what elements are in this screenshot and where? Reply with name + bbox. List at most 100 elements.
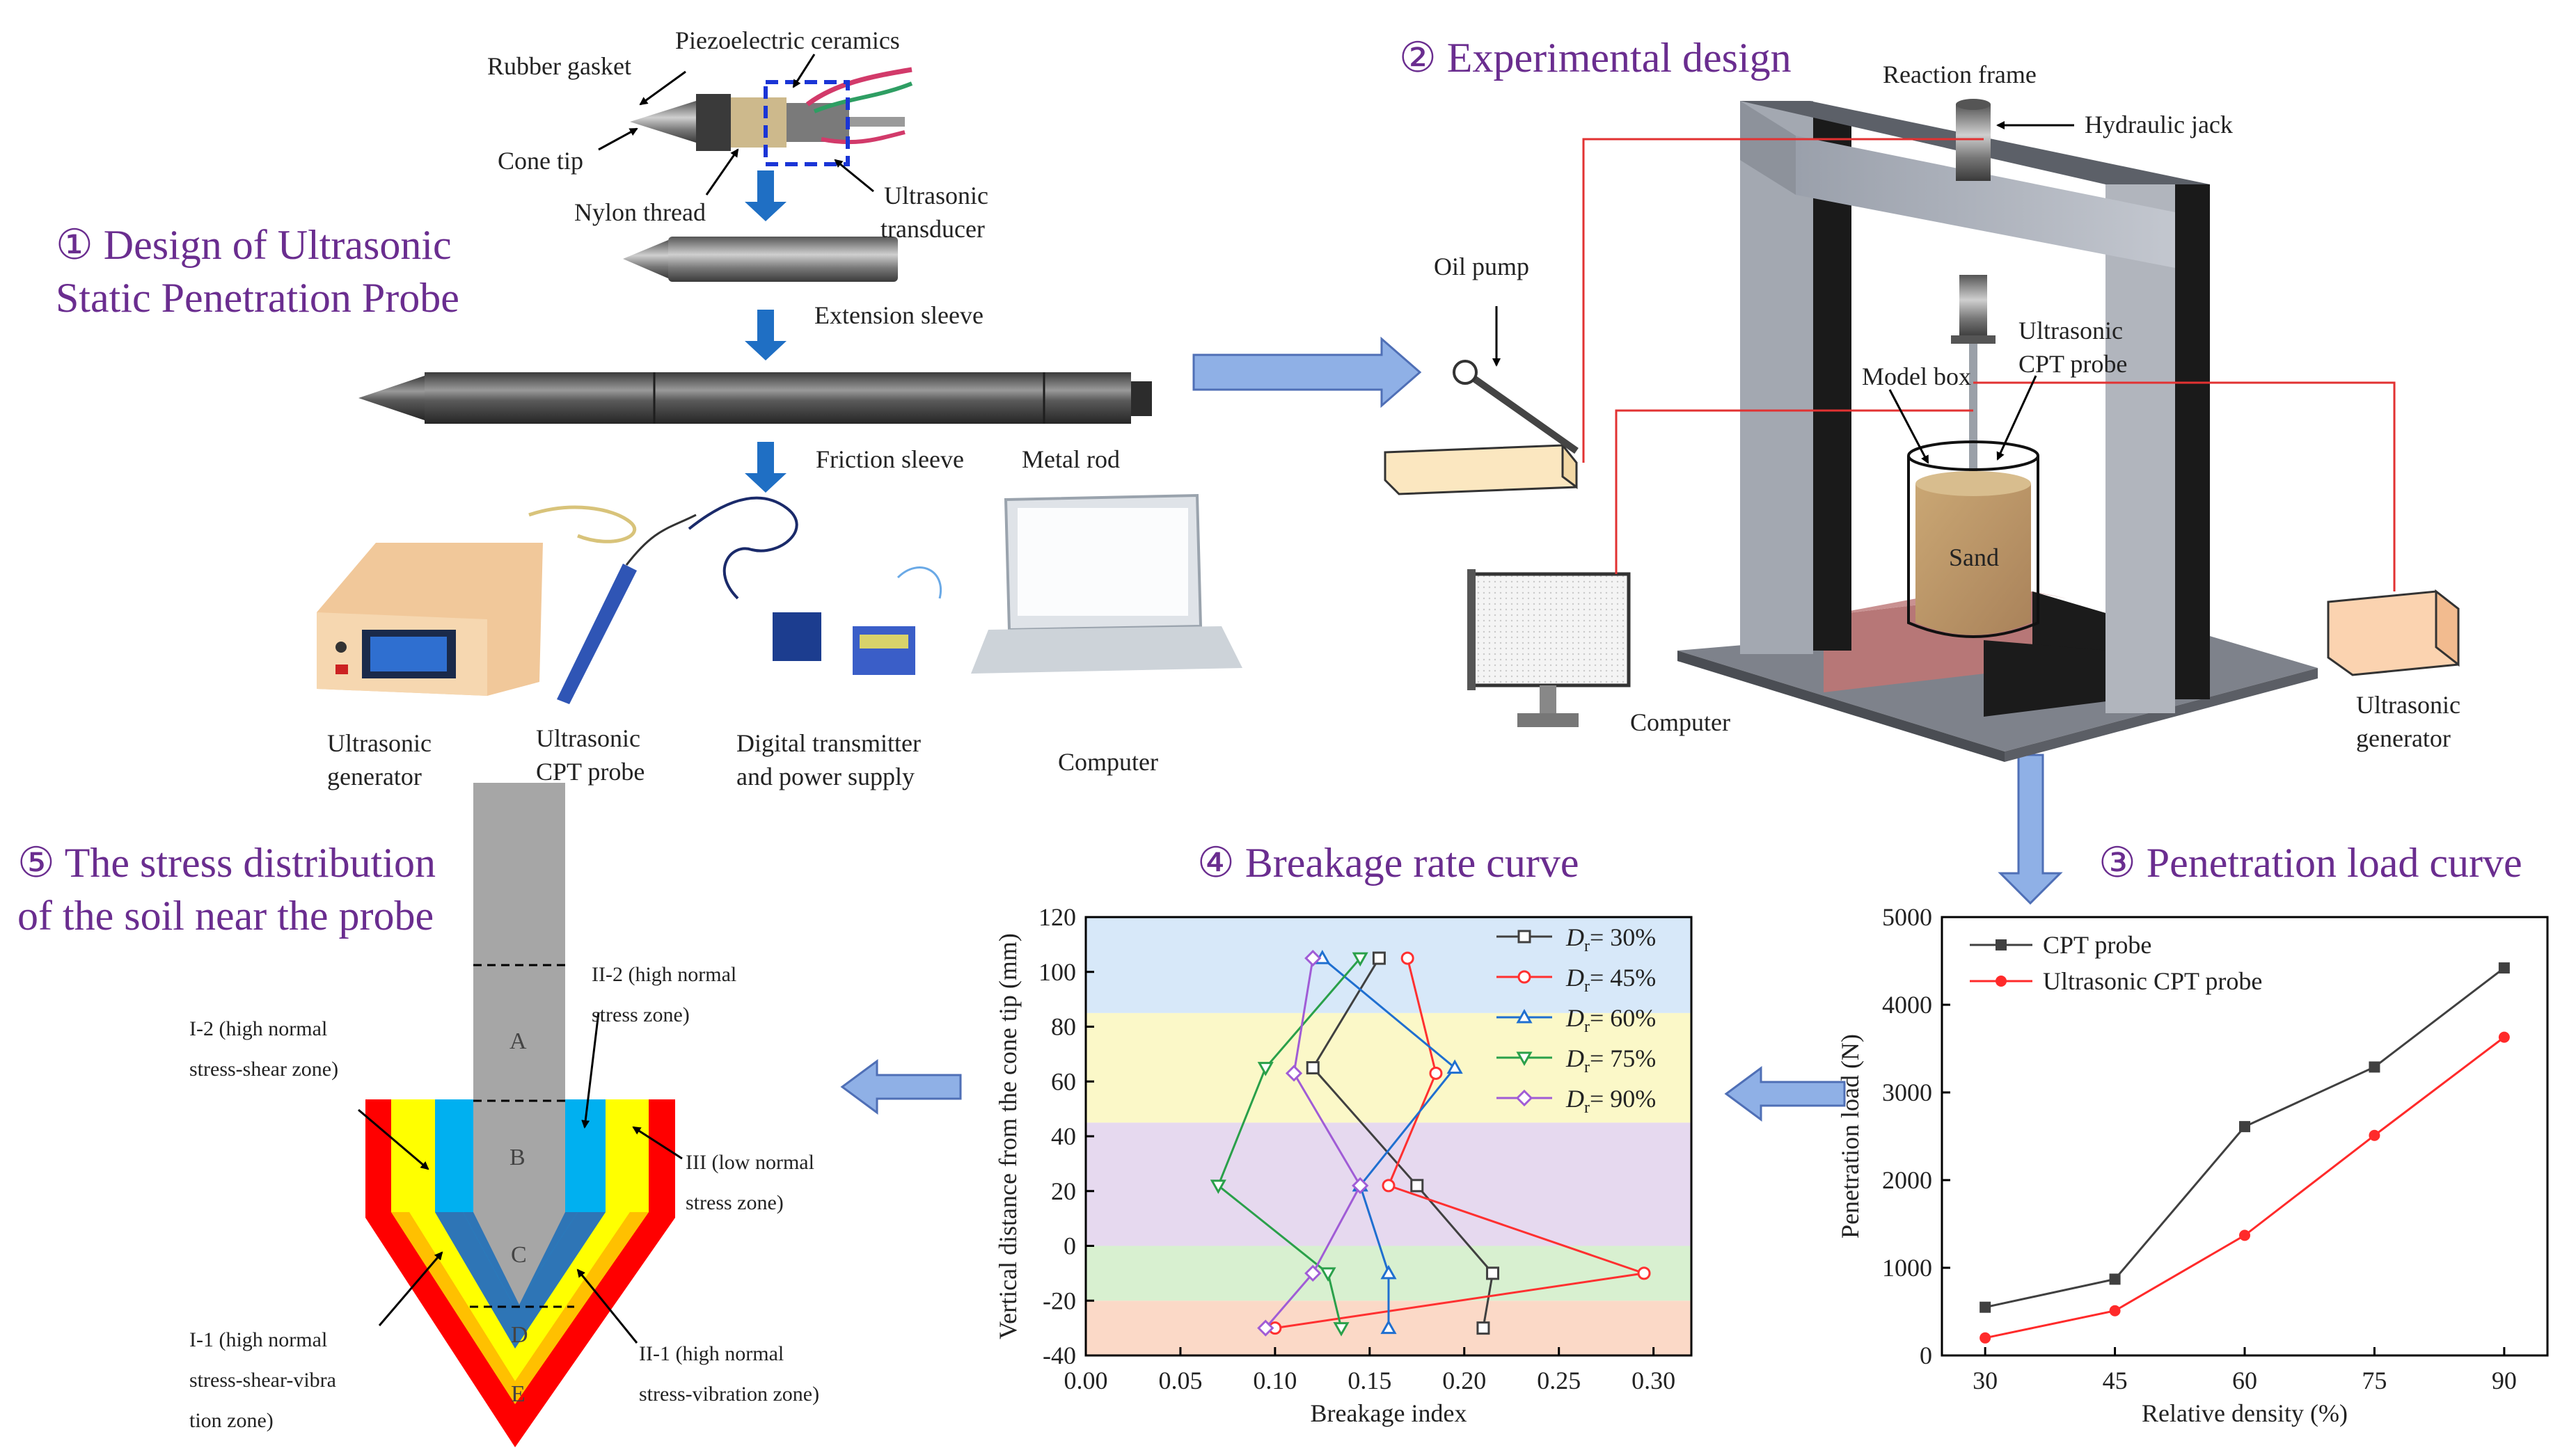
label-cone-tip: Cone tip [498, 147, 583, 175]
reaction-frame [1677, 101, 2318, 762]
title-design-line2: Static Penetration Probe [56, 275, 459, 321]
model-box [1907, 440, 2039, 638]
penetration-x-tick-label: 30 [1973, 1367, 1998, 1394]
breakage-y-tick-label: 0 [1064, 1232, 1076, 1260]
flow-arrow-left-2 [840, 1059, 962, 1115]
breakage-point [1476, 1321, 1490, 1335]
label-friction-sleeve: Friction sleeve [816, 445, 964, 473]
label-hydraulic-jack: Hydraulic jack [2085, 111, 2233, 138]
label-sand: Sand [1949, 543, 1999, 571]
label-setup-computer: Computer [1630, 708, 1730, 736]
penetration-x-tick-label: 90 [2492, 1367, 2517, 1394]
zone-iii-line1: III (low normal [686, 1151, 814, 1174]
zone-iii-line2: stress zone) [686, 1191, 784, 1214]
setup-pointer-arrows [1492, 121, 2074, 464]
penetration-point [2239, 1121, 2250, 1133]
title-penetration: ③ Penetration load curve [2099, 840, 2522, 886]
hydraulic-jack [1951, 99, 1996, 476]
breakage-y-tick-label: 20 [1051, 1177, 1076, 1205]
label-setup-generator-line2: generator [2356, 724, 2451, 752]
penetration-point [2109, 1273, 2121, 1285]
zone-ii1-line2: stress-vibration zone) [639, 1383, 820, 1406]
breakage-y-tick-label: 100 [1038, 958, 1076, 986]
penetration-point [1980, 1301, 1991, 1313]
penetration-legend-marker [1996, 976, 2007, 987]
label-computer: Computer [1058, 748, 1158, 776]
breakage-y-tick-label: 80 [1051, 1013, 1076, 1041]
breakage-y-tick-label: 40 [1051, 1122, 1076, 1150]
label-model-box: Model box [1862, 363, 1971, 390]
title-stress-line2: of the soil near the probe [17, 893, 434, 939]
laptop-photo [971, 493, 1242, 674]
breakage-legend-label: Dr= 30% [1565, 923, 1656, 955]
breakage-x-tick-label: 0.15 [1348, 1367, 1391, 1394]
zone-i2-line1: I-2 (high normal [189, 1017, 328, 1040]
penetration-y-tick-label: 0 [1920, 1342, 1932, 1369]
breakage-y-tick-label: 120 [1038, 903, 1076, 931]
breakage-x-tick-label: 0.30 [1631, 1367, 1675, 1394]
breakage-legend-marker [1516, 1051, 1533, 1067]
breakage-legend-label: Dr= 45% [1565, 964, 1656, 996]
breakage-x-tick-label: 0.25 [1537, 1367, 1581, 1394]
zone-i1-line1: I-1 (high normal [189, 1328, 328, 1351]
breakage-x-tick-label: 0.05 [1158, 1367, 1202, 1394]
label-ucpt-line2: CPT probe [2018, 350, 2128, 378]
label-generator-line2: generator [327, 763, 422, 790]
breakage-legend-label: Dr= 60% [1565, 1004, 1656, 1036]
breakage-point [1304, 949, 1322, 967]
breakage-legend-label: Dr= 90% [1565, 1085, 1656, 1117]
transmitter-photo [688, 496, 942, 675]
breakage-point [1410, 1179, 1424, 1193]
label-piezoelectric-ceramics: Piezoelectric ceramics [675, 26, 900, 54]
breakage-x-tick-label: 0.00 [1064, 1367, 1108, 1394]
penetration-x-tick-label: 45 [2103, 1367, 2128, 1394]
friction-sleeve-photo [358, 372, 1152, 424]
breakage-point [1257, 1319, 1274, 1337]
flow-arrow-left-1 [1724, 1066, 1846, 1122]
segment-e-label: E [511, 1381, 526, 1407]
label-transducer-line1: Ultrasonic [884, 182, 988, 209]
segment-c-label: C [511, 1242, 527, 1268]
breakage-x-tick-label: 0.10 [1253, 1367, 1297, 1394]
breakage-band [1086, 1012, 1691, 1123]
zone-ii1-line1: II-1 (high normal [639, 1342, 784, 1365]
breakage-point [1400, 951, 1414, 965]
setup-ultrasonic-generator [2327, 589, 2460, 676]
breakage-point [1352, 1177, 1369, 1194]
breakage-legend-marker [1517, 930, 1531, 944]
breakage-point [1320, 1267, 1336, 1282]
breakage-point [1486, 1266, 1500, 1280]
breakage-legend-marker [1517, 970, 1531, 984]
label-transmitter-line2: and power supply [736, 763, 915, 790]
breakage-point [1306, 1061, 1320, 1075]
stress-pointer-arrows [358, 1012, 683, 1344]
label-metal-rod: Metal rod [1022, 445, 1120, 473]
breakage-y-tick-label: 60 [1051, 1067, 1076, 1095]
breakage-point [1380, 1264, 1397, 1280]
penetration-x-label: Relative density (%) [2142, 1399, 2348, 1427]
zone-i1-line2: stress-shear-vibra [189, 1369, 336, 1392]
penetration-point [2109, 1305, 2121, 1316]
breakage-point [1382, 1179, 1396, 1193]
flow-arrow-right [1192, 336, 1422, 408]
label-nylon-thread: Nylon thread [574, 198, 706, 226]
assembly-down-arrows [745, 170, 787, 493]
segment-d-label: D [511, 1322, 528, 1348]
penetration-point [2498, 1031, 2510, 1043]
oil-pump [1384, 360, 1579, 495]
penetration-x-tick-label: 75 [2362, 1367, 2387, 1394]
signal-wires [1582, 138, 2396, 591]
label-transmitter-line1: Digital transmitter [736, 729, 921, 757]
label-oil-pump: Oil pump [1434, 253, 1530, 280]
breakage-x-label: Breakage index [1311, 1399, 1467, 1427]
breakage-x-tick-label: 0.20 [1442, 1367, 1486, 1394]
breakage-point [1637, 1266, 1651, 1280]
penetration-y-label: Penetration load (N) [1836, 1034, 1864, 1239]
penetration-point [2369, 1129, 2380, 1141]
label-generator-line1: Ultrasonic [327, 729, 432, 757]
breakage-point [1352, 952, 1368, 967]
segment-a-label: A [509, 1028, 527, 1054]
segment-b-label: B [509, 1145, 526, 1170]
breakage-legend-label: Dr= 75% [1565, 1044, 1656, 1076]
